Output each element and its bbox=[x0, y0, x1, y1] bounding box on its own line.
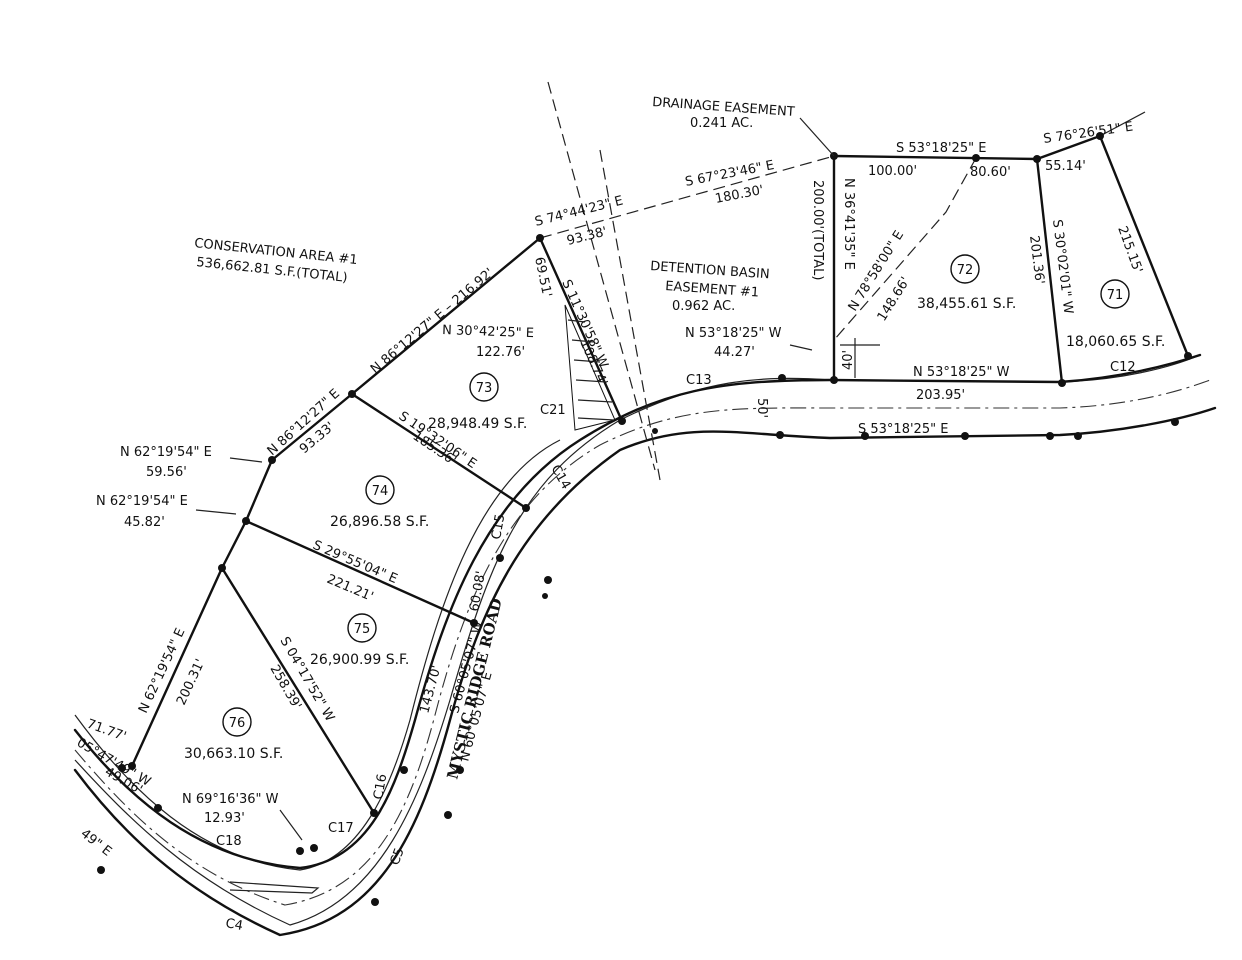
curve-label: C5 bbox=[388, 846, 408, 867]
distance-label: 40' bbox=[841, 350, 856, 370]
lot-74-number: 74 bbox=[372, 484, 389, 499]
lot-number-badges bbox=[222, 254, 1130, 737]
lot-76-area: 30,663.10 S.F. bbox=[184, 746, 283, 762]
corner-points bbox=[97, 132, 1192, 906]
lot-71-area: 18,060.65 S.F. bbox=[1066, 334, 1165, 350]
distance-label: 59.56' bbox=[146, 465, 187, 480]
distance-label: 80.60' bbox=[970, 165, 1011, 180]
distance-label: 55.14' bbox=[1045, 159, 1086, 174]
distance-label: 203.95' bbox=[916, 388, 965, 403]
curve-label: C21 bbox=[540, 403, 566, 418]
distance-label: 143.70' bbox=[417, 664, 444, 715]
bearing-label: N 69°16'36" W bbox=[182, 792, 279, 807]
bearing-label: S 76°26'51" E bbox=[1042, 120, 1134, 147]
distance-label: 100.00' bbox=[868, 164, 917, 179]
bearing-label: N 62°19'54" E bbox=[96, 494, 188, 509]
road-edges bbox=[73, 353, 1217, 937]
curve-label: C16 bbox=[371, 773, 390, 801]
distance-label: 221.21' bbox=[324, 572, 375, 605]
lot-76-number: 76 bbox=[229, 716, 246, 731]
drainage-area: 0.241 AC. bbox=[690, 116, 753, 131]
distance-label: 12.93' bbox=[204, 811, 245, 826]
lot-74-area: 26,896.58 S.F. bbox=[330, 514, 429, 530]
distance-label: 180.30' bbox=[714, 183, 765, 207]
curve-label: C13 bbox=[686, 373, 712, 388]
bearing-label: S 53°18'25" E bbox=[858, 422, 948, 437]
bearing-label: N 30°42'25" E bbox=[442, 323, 534, 341]
distance-label: 93.38' bbox=[565, 224, 608, 248]
detention-area: 0.962 AC. bbox=[672, 299, 735, 314]
curve-label: C17 bbox=[328, 821, 354, 836]
curve-label: C18 bbox=[216, 834, 242, 849]
distance-label: 44.27' bbox=[714, 345, 755, 360]
detention-title-2: EASEMENT #1 bbox=[665, 279, 760, 301]
distance-label: 45.82' bbox=[124, 515, 165, 530]
bearing-label: N 36°41'35" E bbox=[841, 178, 856, 270]
lot-75-number: 75 bbox=[354, 622, 371, 637]
distance-label: 60.08' bbox=[467, 570, 489, 613]
lot-73-area: 28,948.49 S.F. bbox=[428, 416, 527, 432]
lot-73-number: 73 bbox=[476, 381, 493, 396]
curve-label: C4 bbox=[224, 916, 244, 934]
plat-labels: 71 18,060.65 S.F. 72 38,455.61 S.F. 73 2… bbox=[74, 95, 1165, 934]
distance-label: 200.00'(TOTAL) bbox=[810, 180, 825, 280]
bearing-label: N 53°18'25" W bbox=[685, 326, 782, 341]
distance-label: 50' bbox=[754, 398, 769, 418]
bearing-label: 49" E bbox=[78, 826, 115, 859]
distance-label: 122.76' bbox=[476, 345, 525, 360]
distance-label: 148.66' bbox=[875, 275, 914, 325]
curve-label: C12 bbox=[1110, 360, 1136, 375]
distance-label: 215.15' bbox=[1114, 224, 1145, 275]
bearing-label: N 53°18'25" W bbox=[913, 365, 1010, 380]
lot-72-number: 72 bbox=[957, 263, 974, 278]
lot-71-number: 71 bbox=[1107, 288, 1124, 303]
bearing-label: N 86°12'27" E – 216.92' bbox=[368, 265, 497, 377]
distance-label: 201.36' bbox=[1026, 235, 1047, 286]
lot-72-area: 38,455.61 S.F. bbox=[917, 296, 1016, 312]
hatched-area bbox=[564, 304, 616, 431]
bearing-label: S 53°18'25" E bbox=[896, 141, 986, 156]
lot-75-area: 26,900.99 S.F. bbox=[310, 652, 409, 668]
bearing-label: S 29°55'04" E bbox=[310, 538, 399, 587]
curve-label: C15 bbox=[489, 513, 508, 541]
bearing-label: N 62°19'54" E bbox=[120, 445, 212, 460]
curve-label: C14 bbox=[548, 463, 574, 493]
